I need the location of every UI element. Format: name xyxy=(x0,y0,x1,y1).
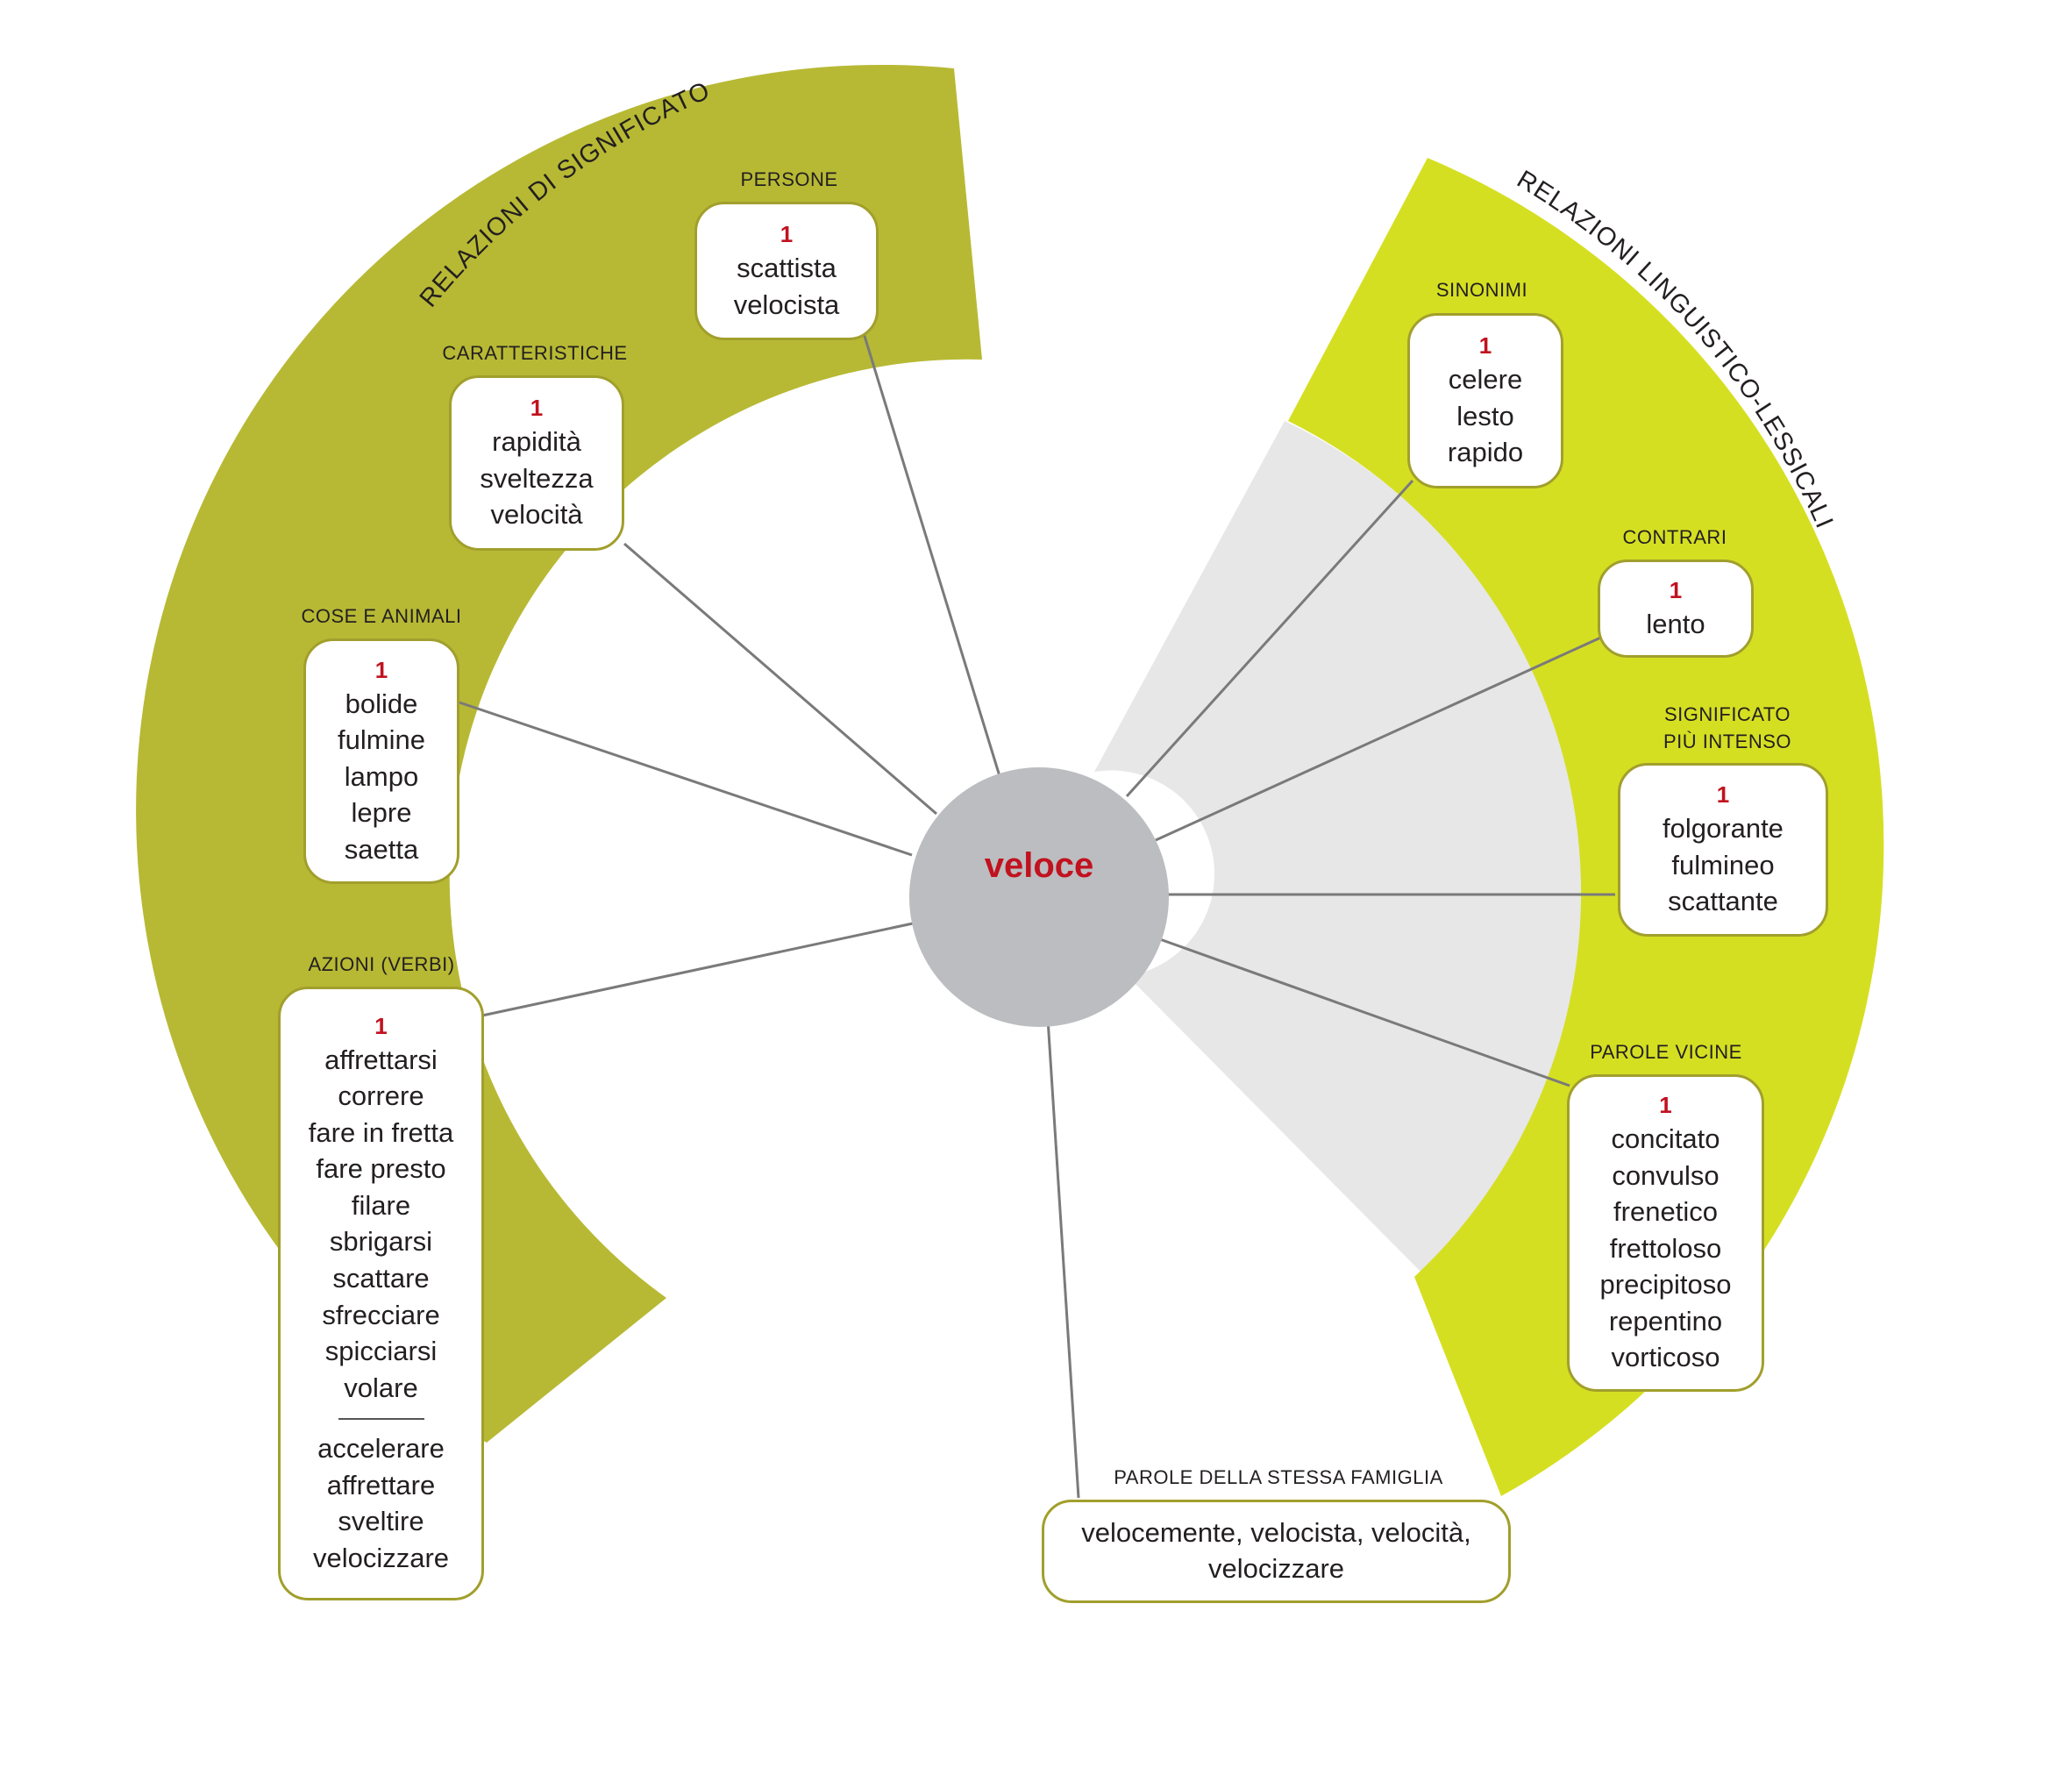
box-contrari: 1 lento xyxy=(1598,560,1754,658)
connector-azioni xyxy=(481,922,914,1017)
famiglia-text: velocemente, velocista, velocità, veloci… xyxy=(1081,1517,1471,1584)
connector-contrari xyxy=(1155,634,1606,842)
word-item: lento xyxy=(1646,608,1705,639)
box-sinonimi: 1 celere lesto rapido xyxy=(1407,313,1563,488)
box-azioni: 1 affrettarsi correre fare in fretta far… xyxy=(278,987,484,1600)
word-item: scattante xyxy=(1668,886,1778,917)
box-intenso: 1 folgorante fulmineo scattante xyxy=(1618,763,1828,937)
label-cose-animali: COSE E ANIMALI xyxy=(301,605,462,627)
center-word: veloce xyxy=(984,846,1094,885)
number-badge: 1 xyxy=(1659,1092,1672,1119)
center-circle xyxy=(909,767,1169,1027)
box-vicine: 1 concitato convulso frenetico frettolos… xyxy=(1567,1074,1764,1392)
word-item: bolide xyxy=(345,688,418,719)
word-item: affrettarsi xyxy=(324,1044,438,1075)
number-badge: 1 xyxy=(780,220,794,247)
connector-vicine xyxy=(1157,937,1570,1087)
number-badge: 1 xyxy=(374,1012,388,1039)
number-badge: 1 xyxy=(1669,576,1683,603)
word-item: frenetico xyxy=(1613,1196,1718,1228)
word-item: scattista xyxy=(737,253,837,284)
word-item: repentino xyxy=(1608,1305,1723,1336)
number-badge: 1 xyxy=(1716,781,1730,809)
word-item: affrettare xyxy=(326,1469,436,1500)
word-item: folgorante xyxy=(1663,813,1784,845)
word-item: fulmine xyxy=(338,724,425,756)
word-item: scattare xyxy=(332,1263,430,1294)
number-badge: 1 xyxy=(1478,332,1492,360)
word-item: celere xyxy=(1448,364,1523,396)
word-item: fare in fretta xyxy=(308,1116,454,1148)
label-famiglia: PAROLE DELLA STESSA FAMIGLIA xyxy=(1114,1466,1443,1488)
word-item: saetta xyxy=(344,833,419,865)
connector-persone xyxy=(862,332,1001,777)
word-item: precipitoso xyxy=(1599,1269,1732,1301)
number-badge: 1 xyxy=(530,395,544,422)
word-item: sveltezza xyxy=(480,462,594,494)
word-item: accelerare xyxy=(317,1433,445,1465)
word-item: correre xyxy=(338,1080,424,1112)
label-azioni: AZIONI (VERBI) xyxy=(308,953,455,975)
label-contrari: CONTRARI xyxy=(1622,526,1727,548)
word-item: convulso xyxy=(1612,1159,1720,1191)
word-item: fare presto xyxy=(316,1153,446,1185)
label-persone: PERSONE xyxy=(740,168,838,190)
word-item: lesto xyxy=(1456,400,1514,431)
word-item: sbrigarsi xyxy=(329,1226,433,1258)
label-vicine: PAROLE VICINE xyxy=(1590,1041,1742,1063)
word-item: concitato xyxy=(1611,1123,1720,1155)
connector-lines xyxy=(456,332,1615,1499)
word-item: sveltire xyxy=(338,1506,424,1537)
connector-famiglia xyxy=(1046,1018,1080,1499)
box-persone: 1 scattista velocista xyxy=(694,202,879,340)
word-item: lampo xyxy=(344,760,419,792)
connector-sinonimi xyxy=(1125,479,1414,798)
word-item: volare xyxy=(344,1372,418,1403)
connector-cose-animali xyxy=(456,700,913,857)
word-item: velocità xyxy=(490,499,583,531)
grey-wedge xyxy=(1094,421,1586,1276)
connector-caratteristiche xyxy=(623,542,937,816)
box-caratteristiche: 1 rapidità sveltezza velocità xyxy=(449,375,624,551)
label-caratteristiche: CARATTERISTICHE xyxy=(442,342,628,364)
word-item: frettoloso xyxy=(1609,1232,1722,1264)
word-item: rapido xyxy=(1447,437,1524,468)
label-intenso: SIGNIFICATO PIÙ INTENSO xyxy=(1663,703,1792,752)
word-item: sfrecciare xyxy=(322,1299,440,1330)
separator-line xyxy=(338,1418,424,1421)
word-item: vorticoso xyxy=(1611,1342,1720,1373)
word-item: lepre xyxy=(351,797,412,829)
word-item: velocizzare xyxy=(312,1542,450,1573)
word-item: fulmineo xyxy=(1671,849,1775,880)
word-item: filare xyxy=(351,1189,411,1221)
number-badge: 1 xyxy=(374,656,388,683)
box-famiglia: velocemente, velocista, velocità, veloci… xyxy=(1042,1500,1511,1603)
box-cose-animali: 1 bolide fulmine lampo lepre saetta xyxy=(303,638,459,884)
word-item: rapidità xyxy=(492,426,581,458)
word-item: spicciarsi xyxy=(324,1336,438,1367)
label-sinonimi: SINONIMI xyxy=(1435,279,1528,301)
word-item: velocista xyxy=(733,289,840,320)
